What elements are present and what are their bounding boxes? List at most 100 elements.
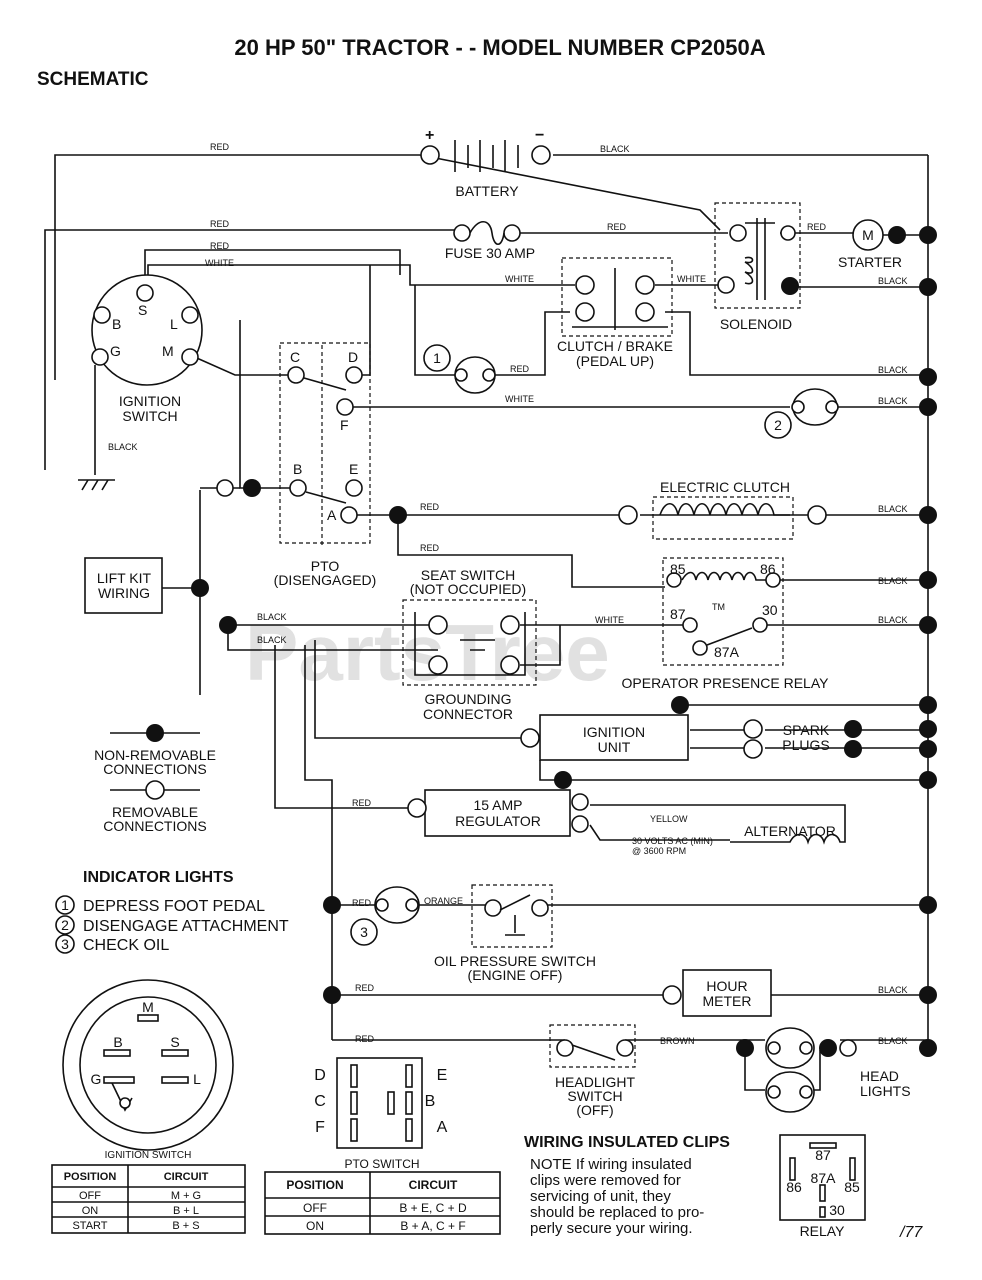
grounding-label-1: GROUNDING — [424, 691, 511, 707]
alternator-symbol — [730, 830, 846, 845]
pto-detail-b: B — [425, 1093, 436, 1110]
relay-30: 30 — [762, 602, 778, 618]
wire-red-relay: RED — [420, 543, 440, 553]
pto-switch-detail: D C F E B A PTO SWITCH — [314, 1057, 448, 1171]
hour-meter-label-1: HOUR — [706, 978, 747, 994]
wire-red-starter: RED — [807, 222, 827, 232]
indicator-lamp-2: 2 — [764, 388, 839, 439]
pto-d: D — [348, 349, 358, 365]
pto-e: E — [349, 461, 358, 477]
pto-switch-table: POSITION CIRCUIT OFF B + E, C + D ON B +… — [264, 1171, 501, 1235]
ignition-unit-label-1: IGNITION — [583, 724, 645, 740]
ign-detail-b: B — [113, 1034, 122, 1050]
pto-table-r2-circ: B + A, C + F — [400, 1219, 465, 1233]
alternator-label: ALTERNATOR — [744, 823, 836, 839]
indicator-item-1-label: DEPRESS FOOT PEDAL — [83, 898, 265, 915]
relay-detail-85: 85 — [844, 1179, 860, 1195]
relay-86: 86 — [760, 561, 776, 577]
solenoid-symbol — [714, 202, 801, 309]
wire-black-headlight: BLACK — [878, 1036, 908, 1046]
pto-table-r1-pos: OFF — [303, 1201, 327, 1215]
pto-a: A — [327, 507, 337, 523]
clips-note-line-2: clips were removed for — [530, 1172, 681, 1189]
ign-table-r2-pos: ON — [82, 1205, 99, 1217]
lift-kit-box — [84, 557, 163, 614]
pto-detail-d: D — [314, 1067, 326, 1084]
fuse-symbol — [453, 220, 521, 246]
indicator-1-num: 1 — [433, 350, 441, 366]
wire-red-clutch: RED — [420, 502, 440, 512]
wire-red-headlight: RED — [355, 1034, 375, 1044]
wire-red-lamp3: RED — [352, 898, 372, 908]
starter-label: STARTER — [838, 254, 902, 270]
alt-note-1: 30 VOLTS AC (MIN) — [632, 836, 713, 846]
grounding-label-2: CONNECTOR — [423, 706, 513, 722]
headlight-switch-label-2: SWITCH — [567, 1088, 622, 1104]
watermark: PartsTree — [245, 608, 610, 697]
relay-87a: 87A — [714, 644, 740, 660]
hour-meter-box — [682, 969, 772, 1017]
headlight-switch-label-1: HEADLIGHT — [555, 1074, 636, 1090]
wire-brown-headlight: BROWN — [660, 1036, 695, 1046]
indicator-item-3-label: CHECK OIL — [83, 937, 169, 954]
fuse-label: FUSE 30 AMP — [445, 245, 535, 261]
wire-black-eclutch: BLACK — [878, 504, 908, 514]
electric-clutch-label: ELECTRIC CLUTCH — [660, 479, 790, 495]
headlight-switch-label-3: (OFF) — [576, 1102, 613, 1118]
ignition-switch-label-1: IGNITION — [119, 393, 181, 409]
indicator-lamp-1: 1 — [423, 344, 496, 394]
wire-labels: RED BLACK RED RED RED RED WHITE WHITE WH… — [108, 142, 908, 1046]
ign-detail-s: S — [170, 1034, 179, 1050]
spark-plugs-label-2: PLUGS — [782, 737, 829, 753]
legend-non-removable-2: CONNECTIONS — [103, 761, 206, 777]
headlights-symbol — [736, 1027, 857, 1113]
pto-table-h-circuit: CIRCUIT — [409, 1178, 458, 1192]
battery-label: BATTERY — [455, 183, 519, 199]
regulator-label-1: 15 AMP — [473, 797, 522, 813]
indicator-lights-heading: INDICATOR LIGHTS — [83, 869, 234, 886]
relay-detail-caption: RELAY — [800, 1223, 846, 1239]
clips-note-line-4: should be replaced to pro- — [530, 1204, 704, 1221]
pto-label-2: (DISENGAGED) — [274, 572, 377, 588]
clips-note-line-3: servicing of unit, they — [530, 1188, 671, 1205]
watermark-tm: TM — [712, 602, 725, 612]
seat-switch-symbol — [402, 599, 537, 686]
regulator-label-2: REGULATOR — [455, 813, 541, 829]
headlights-label-1: HEAD — [860, 1068, 899, 1084]
ign-table-r1-circ: M + G — [171, 1190, 201, 1202]
indicator-2-num: 2 — [774, 417, 782, 433]
relay-detail-87: 87 — [815, 1147, 831, 1163]
relay-detail-86: 86 — [786, 1179, 802, 1195]
wire-red-s: RED — [210, 241, 230, 251]
relay-detail: 87 86 87A 85 30 RELAY — [779, 1134, 866, 1239]
legend: NON-REMOVABLE CONNECTIONS REMOVABLE CONN… — [94, 724, 216, 834]
pto-detail-e: E — [437, 1067, 448, 1084]
alt-note-2: @ 3600 RPM — [632, 846, 686, 856]
ign-table-h-position: POSITION — [64, 1171, 117, 1183]
ignition-switch-detail: M B S G L IGNITION SWITCH — [62, 979, 234, 1161]
clips-note-heading: WIRING INSULATED CLIPS — [524, 1134, 730, 1151]
indicator-item-2-num: 2 — [61, 917, 69, 933]
ignition-switch-table: POSITION CIRCUIT OFF M + G ON B + L STAR… — [51, 1164, 246, 1234]
pto-c: C — [290, 349, 300, 365]
ign-table-r3-pos: START — [72, 1220, 107, 1232]
wire-red-regulator: RED — [352, 798, 372, 808]
pto-detail-a: A — [437, 1119, 448, 1136]
seat-switch-label-2: (NOT OCCUPIED) — [410, 581, 526, 597]
wire-black-battery: BLACK — [600, 144, 630, 154]
starter-symbol: M — [852, 219, 906, 251]
electric-clutch-symbol — [618, 496, 827, 540]
ignition-switch-symbol: B S L G M — [91, 274, 203, 386]
seat-switch-label-1: SEAT SWITCH — [421, 567, 515, 583]
starter-motor-m: M — [862, 227, 874, 243]
wire-orange-oil: ORANGE — [424, 896, 463, 906]
spark-plugs-label-1: SPARK — [783, 722, 830, 738]
clutch-brake-label-2: (PEDAL UP) — [576, 353, 654, 369]
pto-table-r2-pos: ON — [306, 1219, 324, 1233]
wire-white-clutch: WHITE — [505, 274, 534, 284]
wire-white-relay: WHITE — [595, 615, 624, 625]
lift-kit-label-2: WIRING — [98, 585, 150, 601]
wire-white-pto: WHITE — [505, 394, 534, 404]
ignition-unit-connector — [520, 728, 540, 748]
wire-red-hour: RED — [355, 983, 375, 993]
